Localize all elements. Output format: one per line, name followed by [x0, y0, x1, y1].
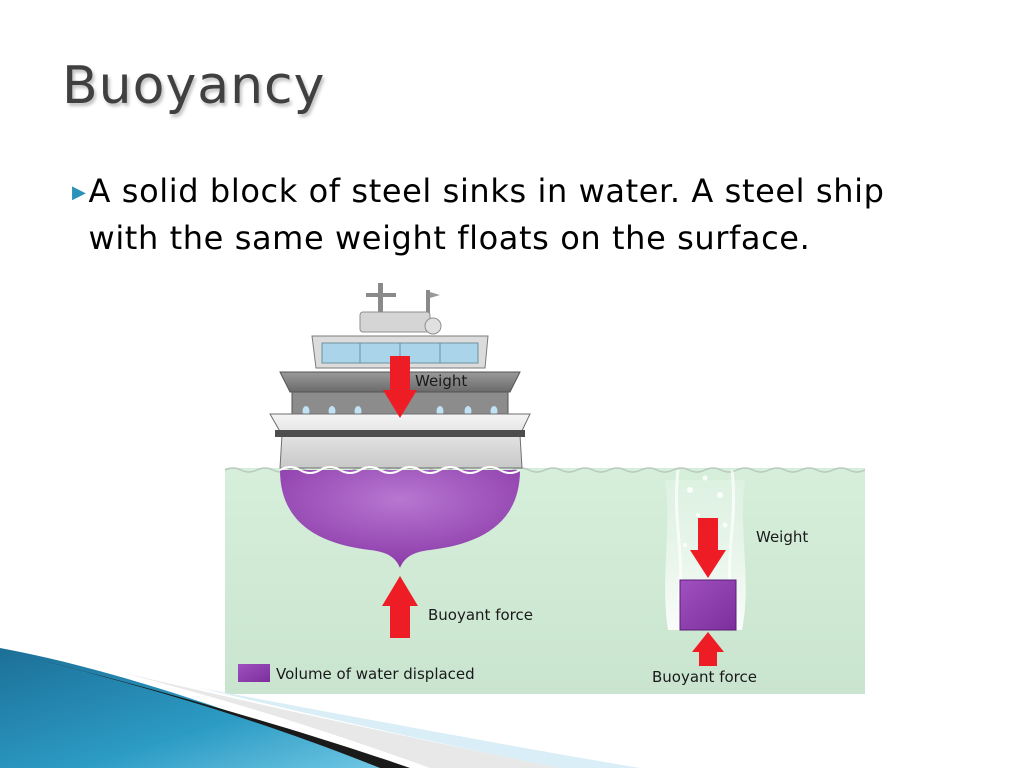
- legend-swatch: [238, 664, 270, 682]
- block-buoyant-label: Buoyant force: [652, 668, 757, 686]
- ship: [269, 283, 531, 568]
- ship-weight-label: Weight: [415, 372, 467, 390]
- bullet-text: A solid block of steel sinks in water. A…: [88, 172, 885, 257]
- ship-buoyant-arrow: [382, 576, 418, 638]
- slide-title: Buoyancy: [62, 56, 326, 116]
- legend-label: Volume of water displaced: [276, 665, 475, 683]
- block-weight-arrow: [690, 518, 726, 578]
- ship-weight-arrow: [383, 356, 417, 418]
- ship-buoyant-label: Buoyant force: [428, 606, 533, 624]
- triangle-right-icon: ▶: [72, 182, 86, 203]
- bullet-point: ▶ A solid block of steel sinks in water.…: [72, 168, 932, 262]
- block-buoyant-arrow: [692, 632, 724, 666]
- steel-block: [679, 579, 737, 631]
- ship-displaced-volume: [280, 470, 520, 568]
- block-weight-label: Weight: [756, 528, 808, 546]
